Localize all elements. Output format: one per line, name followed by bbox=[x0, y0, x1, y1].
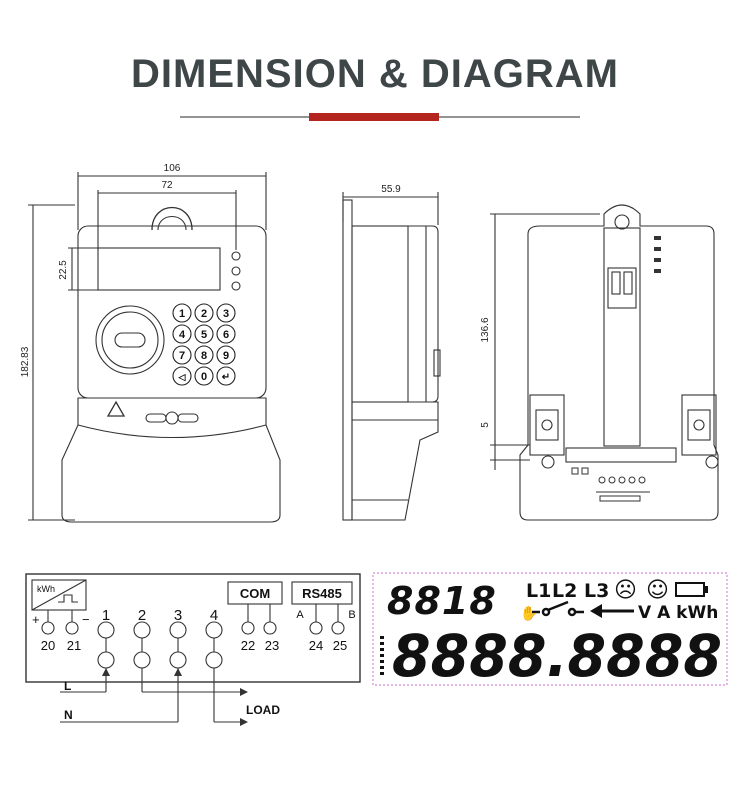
key-9: 9 bbox=[223, 350, 229, 362]
terminal-1-label: 1 bbox=[102, 607, 110, 624]
rs485-b-label: B bbox=[348, 609, 355, 621]
arrow-left-icon bbox=[590, 604, 634, 618]
battery-icon bbox=[675, 582, 705, 597]
terminal-2-label: 2 bbox=[138, 607, 146, 624]
load-label: LOAD bbox=[246, 703, 280, 717]
offset-label: 5 bbox=[480, 422, 491, 428]
happy-face-icon: ☺ bbox=[646, 578, 669, 603]
display-width-label: 72 bbox=[161, 180, 173, 191]
phase-l1: L1 bbox=[526, 580, 551, 602]
pulse-plus-label: + bbox=[32, 612, 40, 627]
key-0: 0 bbox=[201, 371, 207, 383]
terminal-3-label: 3 bbox=[174, 607, 182, 624]
key-4: 4 bbox=[179, 329, 186, 341]
terminal-20-label: 20 bbox=[41, 638, 55, 653]
lcd-units: V A kWh bbox=[638, 603, 718, 623]
side-depth-label: 55.9 bbox=[381, 184, 401, 195]
rs485-label: RS485 bbox=[302, 586, 342, 601]
terminal-4-label: 4 bbox=[210, 607, 218, 624]
terminal-21-label: 21 bbox=[67, 638, 81, 653]
com-label: COM bbox=[240, 586, 270, 601]
terminal-23-label: 23 bbox=[265, 638, 279, 653]
key-7: 7 bbox=[179, 350, 185, 362]
front-height-label: 182.83 bbox=[20, 346, 31, 377]
sad-face-icon: ☹ bbox=[614, 578, 637, 603]
lcd-panel bbox=[372, 572, 728, 686]
keypad: 1 2 3 4 5 6 7 8 9 ◁ 0 ↵ bbox=[172, 303, 236, 386]
phase-l3: L3 bbox=[584, 580, 609, 602]
key-back: ◁ bbox=[178, 372, 187, 382]
signal-bars bbox=[380, 636, 384, 675]
page-title: DIMENSION & DIAGRAM bbox=[131, 52, 619, 96]
terminal-25-label: 25 bbox=[333, 638, 347, 653]
key-5: 5 bbox=[201, 329, 207, 341]
terminal-22-label: 22 bbox=[241, 638, 255, 653]
display-height-label: 22.5 bbox=[58, 260, 69, 280]
key-1: 1 bbox=[179, 308, 185, 320]
neutral-label: N bbox=[64, 708, 73, 722]
phase-l2: L2 bbox=[552, 580, 577, 602]
side-view bbox=[342, 192, 441, 521]
kwh-label: kWh bbox=[37, 584, 55, 594]
rail-height-label: 136.6 bbox=[480, 317, 491, 342]
key-2: 2 bbox=[201, 308, 207, 320]
lcd-small-digits: 8818 bbox=[387, 579, 497, 623]
switch-icon bbox=[532, 600, 584, 617]
key-8: 8 bbox=[201, 350, 207, 362]
hand-icon: ✋ bbox=[520, 605, 537, 622]
key-enter: ↵ bbox=[222, 372, 230, 383]
lcd-big-digits: 8888.8888 bbox=[392, 622, 722, 690]
front-view bbox=[28, 172, 281, 523]
front-width-label: 106 bbox=[164, 163, 181, 174]
accent-bar bbox=[309, 113, 439, 121]
wiring-diagram bbox=[25, 573, 361, 726]
key-3: 3 bbox=[223, 308, 229, 320]
pulse-minus-label: − bbox=[82, 612, 90, 627]
back-view bbox=[490, 204, 719, 521]
terminal-24-label: 24 bbox=[309, 638, 323, 653]
line-label: L bbox=[64, 679, 71, 693]
rs485-a-label: A bbox=[296, 609, 304, 621]
key-6: 6 bbox=[223, 329, 229, 341]
